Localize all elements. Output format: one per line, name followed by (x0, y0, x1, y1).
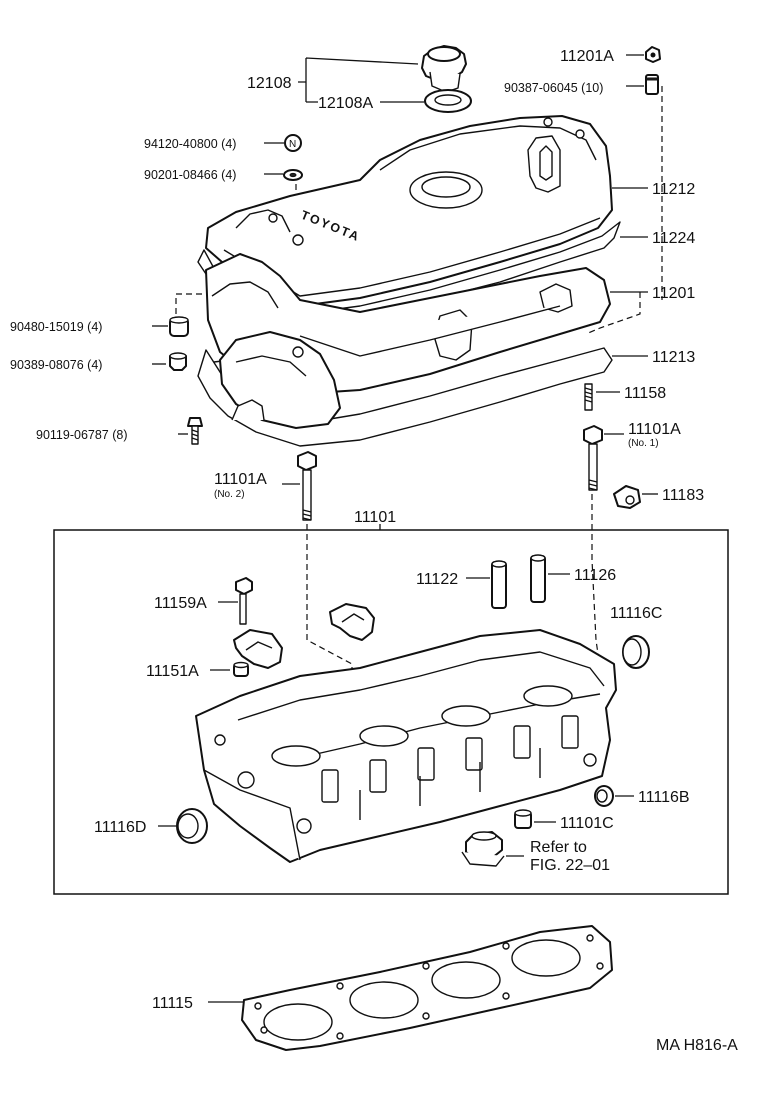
dowel-11101c (514, 809, 532, 829)
plug-11116d (176, 808, 208, 844)
head-bolt-no1 (583, 425, 603, 491)
label-11101c: 11101C (560, 815, 614, 832)
bearing-cap-lower (233, 629, 283, 669)
label-11159a: 11159A (154, 595, 207, 612)
bolt-11159a (235, 577, 253, 625)
label-90389: 90389-08076 (4) (10, 358, 102, 372)
nut-mark: N (289, 139, 296, 150)
label-refer-to: Refer to (530, 839, 587, 856)
label-90480: 90480-15019 (4) (10, 320, 102, 334)
label-11126: 11126 (574, 567, 616, 584)
label-11101a-no1: 11101A (628, 421, 681, 438)
collar-90389 (169, 352, 187, 371)
valve-guide-11122 (491, 560, 507, 609)
label-11151a: 11151A (146, 663, 199, 680)
bearing-cap-upper (329, 603, 375, 641)
label-11116d: 11116D (94, 819, 146, 836)
label-11224: 11224 (652, 230, 695, 247)
cylinder-head (195, 629, 617, 863)
label-fig-22-01: FIG. 22–01 (530, 857, 610, 874)
label-11101a-no2-note: (No. 2) (214, 489, 245, 500)
bush-90387 (645, 74, 659, 95)
label-12108: 12108 (247, 75, 292, 92)
bolt-90119 (187, 417, 203, 445)
oil-filler-cap (421, 45, 467, 93)
label-94120: 94120-40800 (4) (144, 137, 236, 151)
label-11101a-no1-note: (No. 1) (628, 438, 659, 449)
label-11183: 11183 (662, 487, 704, 504)
oil-filler-cap-gasket (424, 89, 472, 113)
cylinder-head-cover: TOYOTA (205, 115, 613, 307)
cap-nut-11201a (645, 46, 661, 63)
grommet-90480 (169, 316, 189, 337)
label-11213: 11213 (652, 349, 695, 366)
label-90119: 90119-06787 (8) (36, 428, 128, 442)
washer-90201 (283, 169, 303, 181)
plug-11116c (622, 635, 650, 669)
label-90201: 90201-08466 (4) (144, 168, 236, 182)
label-11115: 11115 (152, 995, 193, 1012)
label-11116c: 11116C (610, 605, 662, 622)
dowel-11151a (233, 661, 249, 677)
nozzle-seat (461, 831, 505, 867)
label-11201a-top: 11201A (560, 48, 614, 65)
label-11122: 11122 (416, 571, 458, 588)
camshaft-housing (219, 331, 341, 429)
label-11101: 11101 (354, 509, 396, 526)
cylinder-head-gasket (241, 925, 613, 1051)
label-90387: 90387-06045 (10) (504, 81, 603, 95)
head-bolt-no2 (297, 451, 317, 521)
label-11116b: 11116B (638, 789, 690, 806)
label-11212: 11212 (652, 181, 695, 198)
drawing-code: MA H816-A (656, 1037, 738, 1054)
valve-guide-11126 (530, 554, 546, 603)
plug-11183 (613, 485, 641, 509)
stud-11158 (584, 383, 593, 411)
nut-94120: N (284, 134, 302, 152)
label-12108a: 12108A (318, 95, 373, 112)
label-11101a-no2: 11101A (214, 471, 267, 488)
label-11158: 11158 (624, 385, 666, 402)
cylinder-head-frame (53, 529, 729, 895)
plug-11116b (594, 785, 614, 807)
label-11201: 11201 (652, 285, 695, 302)
